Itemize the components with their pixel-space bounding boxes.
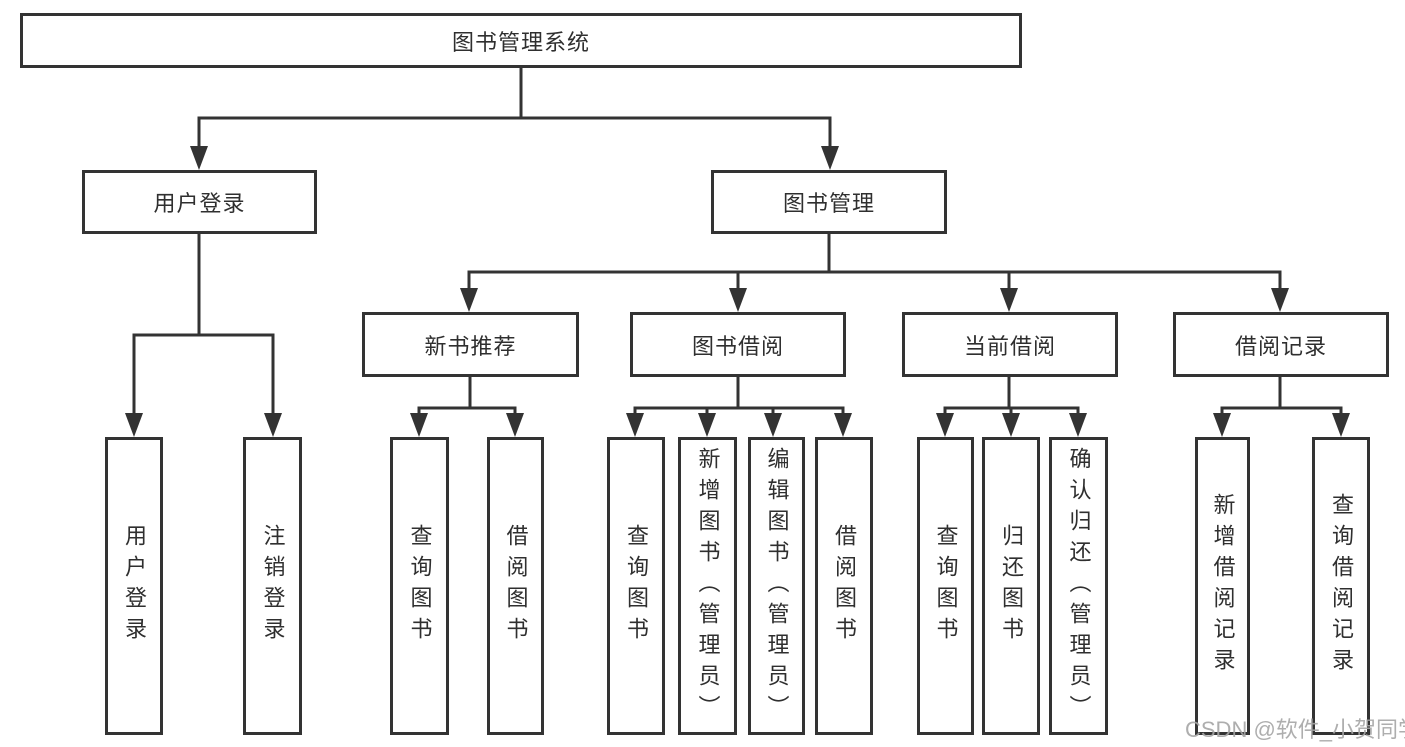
- connector-borrow-to-leaves: [626, 377, 852, 437]
- leaf-confirm-return-admin: 确认归还（管理员）: [1049, 437, 1108, 735]
- node-root-system: 图书管理系统: [20, 13, 1022, 68]
- node-user-login: 用户登录: [82, 170, 317, 234]
- leaf-query-book-borrow: 查询图书: [607, 437, 665, 735]
- leaf-query-book-current: 查询图书: [917, 437, 974, 735]
- leaf-borrow-book-recommend: 借阅图书: [487, 437, 544, 735]
- leaf-user-login: 用户登录: [105, 437, 163, 735]
- leaf-edit-book-admin: 编辑图书（管理员）: [748, 437, 805, 735]
- leaf-add-book-admin: 新增图书（管理员）: [678, 437, 737, 735]
- node-book-management: 图书管理: [711, 170, 947, 234]
- node-book-borrow: 图书借阅: [630, 312, 846, 377]
- connector-newbook-to-leaves: [410, 377, 524, 437]
- connector-userlogin-to-leaves: [125, 234, 282, 437]
- node-current-borrow: 当前借阅: [902, 312, 1118, 377]
- leaf-logout: 注销登录: [243, 437, 302, 735]
- watermark-text: CSDN @软件_小贺同学: [1185, 717, 1405, 742]
- connector-records-to-leaves: [1213, 377, 1350, 437]
- leaf-add-borrow-record: 新增借阅记录: [1195, 437, 1250, 735]
- connector-current-to-leaves: [936, 377, 1087, 437]
- leaf-return-book: 归还图书: [982, 437, 1040, 735]
- node-new-book-recommend: 新书推荐: [362, 312, 579, 377]
- leaf-query-book-recommend: 查询图书: [390, 437, 449, 735]
- node-borrow-records: 借阅记录: [1173, 312, 1389, 377]
- connector-root-to-level2: [190, 68, 839, 170]
- leaf-borrow-book: 借阅图书: [815, 437, 873, 735]
- leaf-query-borrow-record: 查询借阅记录: [1312, 437, 1370, 735]
- connector-bookmgmt-to-sections: [460, 233, 1289, 312]
